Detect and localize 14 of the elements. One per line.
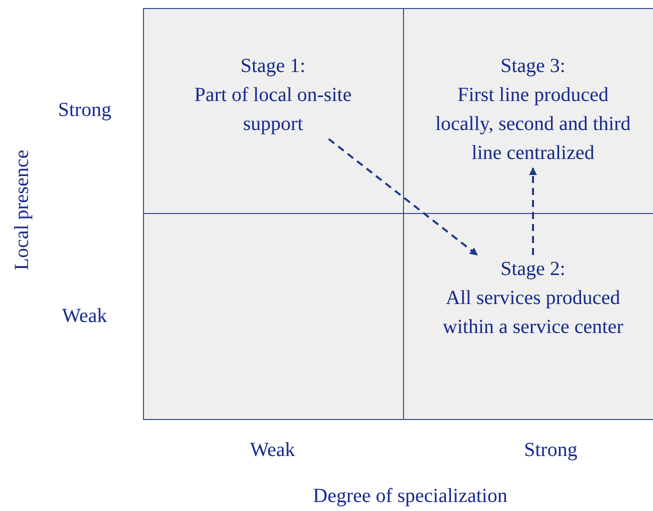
stage-description: Part of local on-site support xyxy=(193,83,353,137)
axis-category-label: Strong xyxy=(524,438,578,462)
stage-heading: Stage 1: xyxy=(240,54,306,79)
dashed-arrow xyxy=(529,167,537,255)
stage-heading: Stage 3: xyxy=(500,54,566,79)
axis-category-label: Weak xyxy=(250,438,296,462)
axis-category-label: Strong xyxy=(58,98,112,122)
stage-description: All services produced within a service center xyxy=(442,286,624,340)
axis-title: Degree of specialization xyxy=(313,484,508,508)
stage-description: First line produced locally, second and third line centralized xyxy=(434,83,632,166)
stage-heading: Stage 2: xyxy=(500,257,566,282)
dashed-arrow xyxy=(328,138,478,256)
axis-title: Local presence xyxy=(10,150,34,270)
axis-category-label: Weak xyxy=(62,304,108,328)
